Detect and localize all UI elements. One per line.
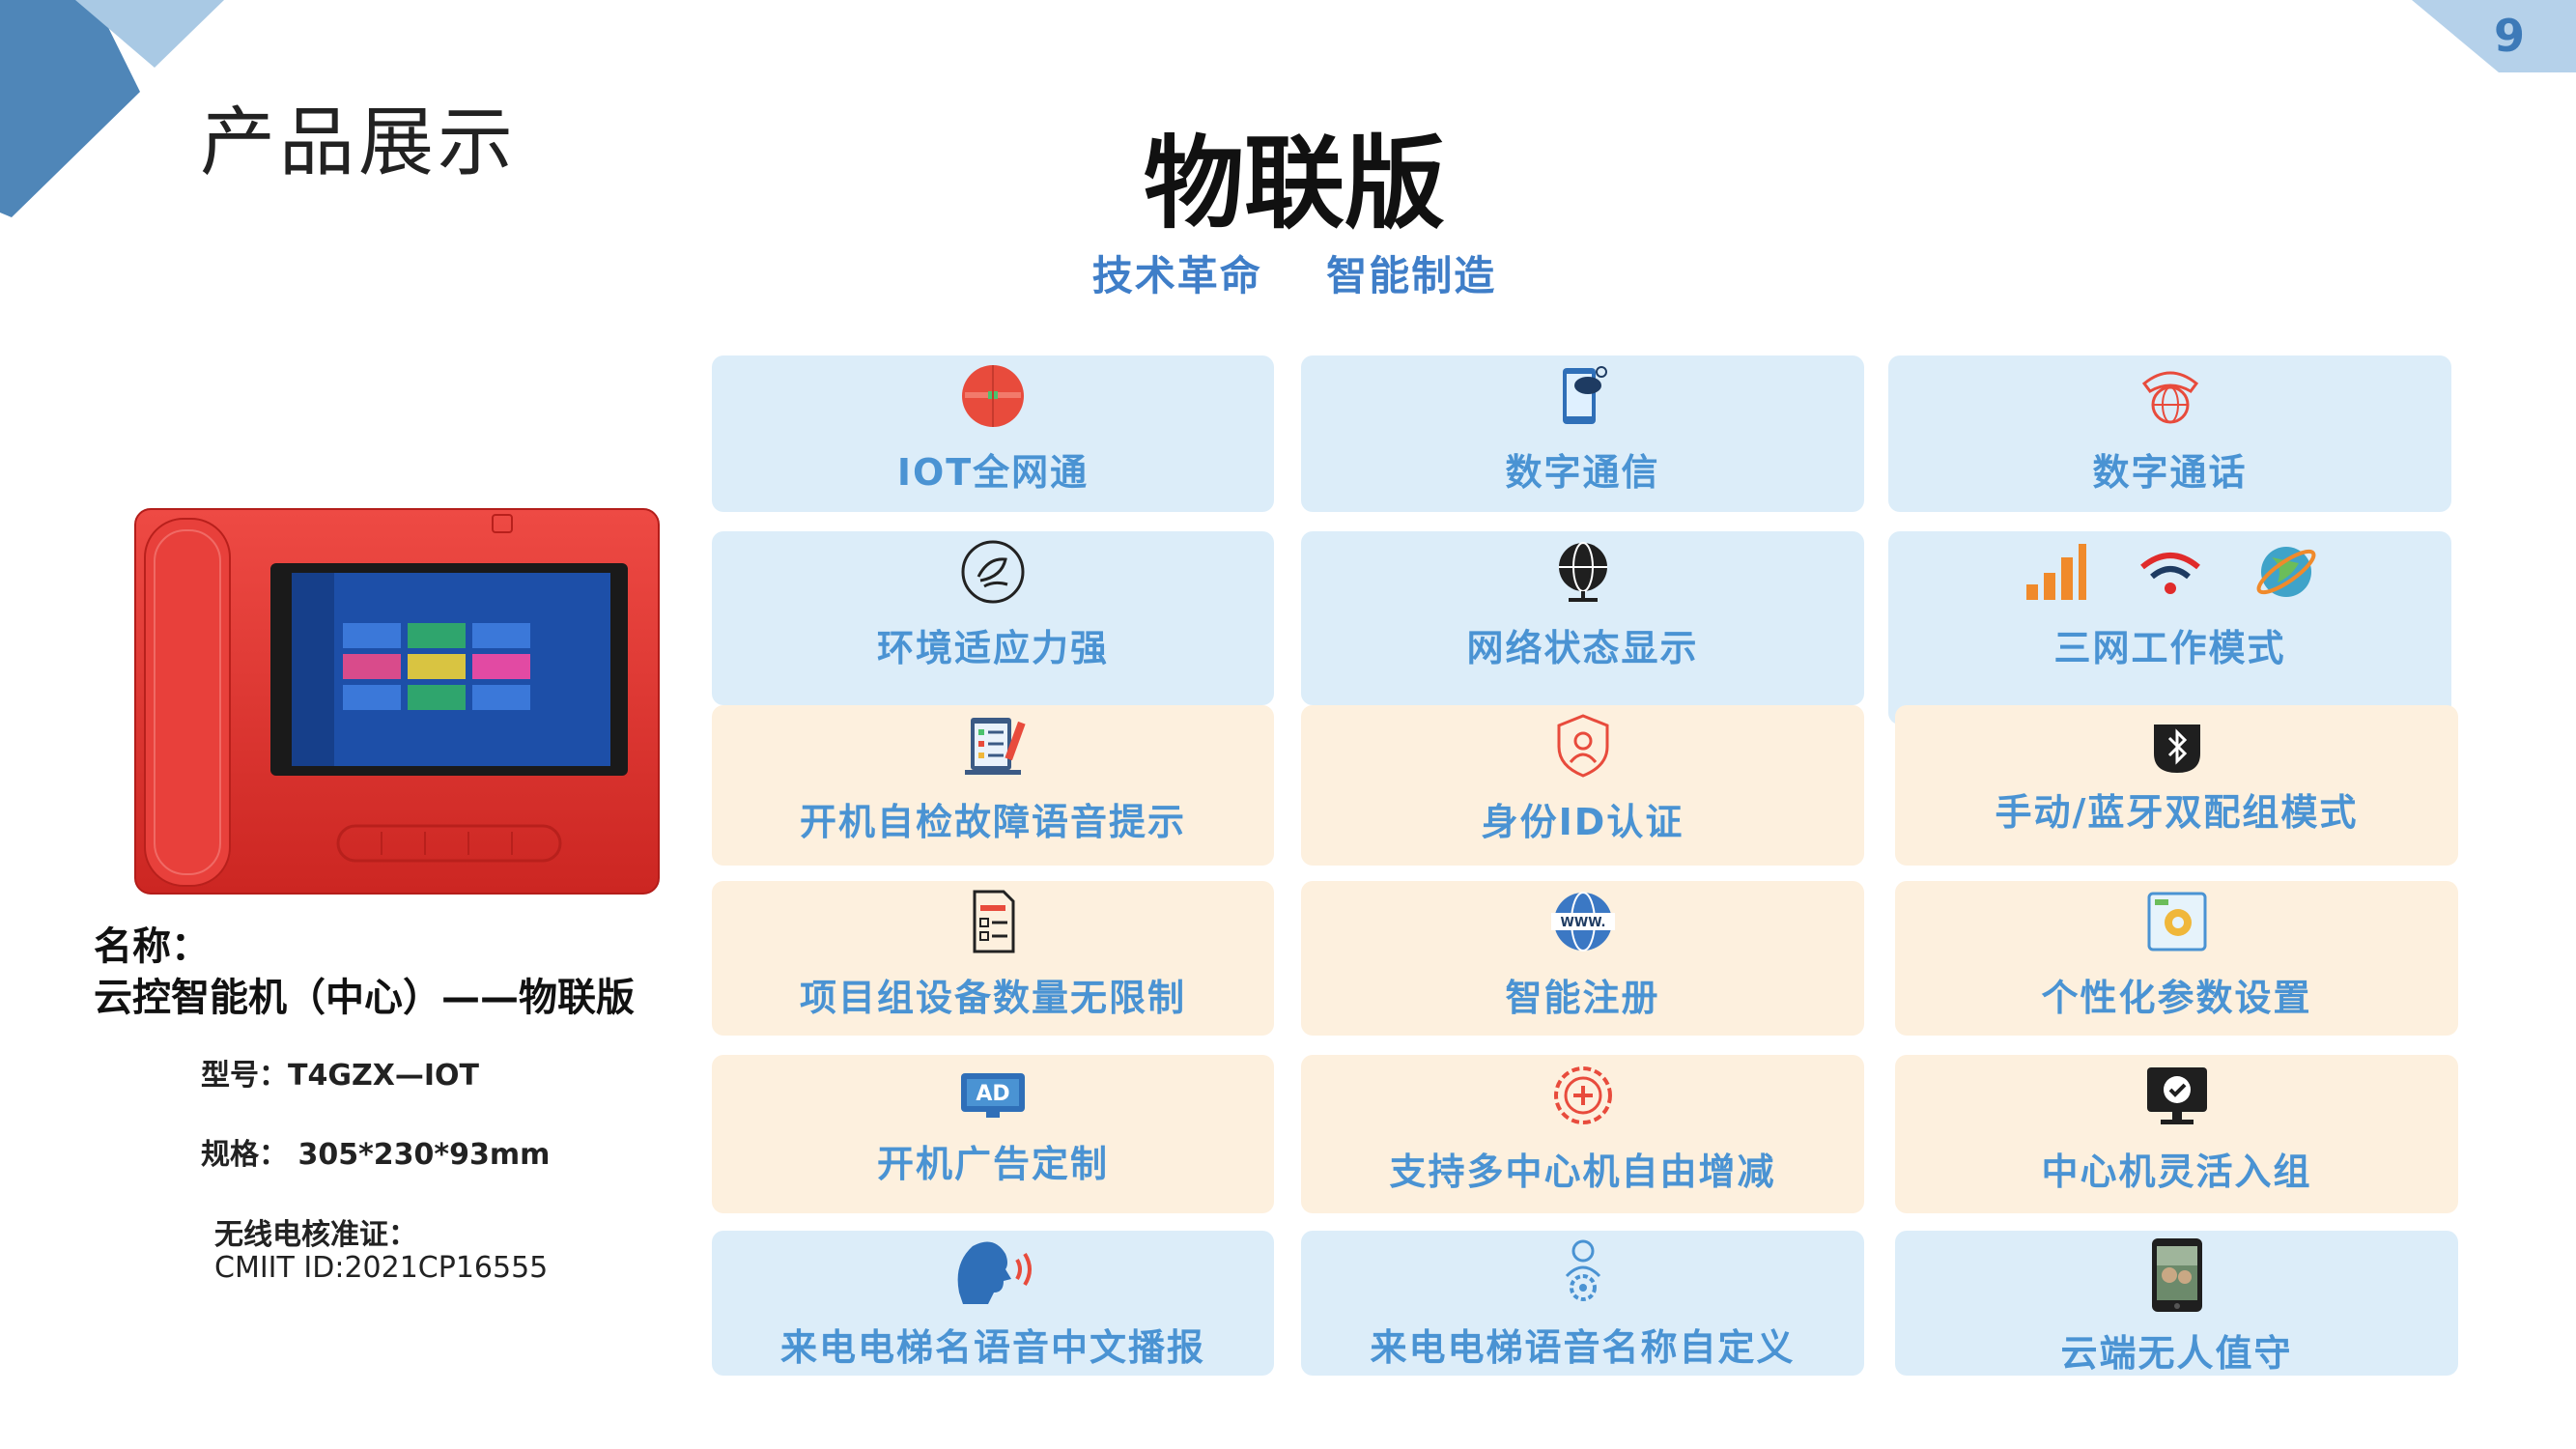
bluetooth-icon	[2153, 724, 2200, 773]
feature-label: 开机广告定制	[876, 1143, 1109, 1185]
feature-label: IOT全网通	[896, 451, 1090, 494]
feature-card-cloud-unattended: 云端无人值守	[1895, 1231, 2458, 1376]
product-name: 云控智能机（中心）——物联版	[94, 976, 635, 1020]
feature-label: 手动/蓝牙双配组模式	[1995, 791, 2359, 834]
feature-label: 数字通信	[1505, 451, 1660, 494]
feature-label: 来电电梯名语音中文播报	[779, 1326, 1205, 1369]
feature-card-smart-register: WWW. 智能注册	[1301, 881, 1864, 1036]
smartphone-photo-icon	[2151, 1238, 2202, 1312]
product-model: 型号：T4GZX—IOT	[201, 1059, 479, 1093]
product-name-label: 名称：	[94, 924, 210, 969]
feature-card-digital-comm: 数字通信	[1301, 355, 1864, 512]
feature-label: 支持多中心机自由增减	[1389, 1151, 1776, 1193]
section-title: 产品展示	[200, 99, 518, 186]
feature-card-unlimited-devices: 项目组设备数量无限制	[712, 881, 1274, 1036]
product-cert-id: CMIIT ID:2021CP16555	[214, 1251, 549, 1285]
feature-label: 数字通话	[2092, 451, 2248, 494]
user-gear-icon	[1565, 1239, 1600, 1301]
main-title: 物联版	[1143, 125, 1445, 242]
ad-badge-icon: AD	[961, 1073, 1025, 1118]
feature-card-voice-name: 来电电梯语音名称自定义	[1301, 1231, 1864, 1376]
subtitle: 技术革命 智能制造	[1091, 252, 1497, 299]
feature-card-identity: 身份ID认证	[1301, 705, 1864, 866]
signal-bars-icon	[2025, 544, 2086, 600]
feature-label: 网络状态显示	[1466, 627, 1699, 669]
page-number: 9	[2493, 10, 2525, 62]
feature-label: 中心机灵活入组	[2041, 1151, 2312, 1193]
feature-label: 环境适应力强	[876, 627, 1109, 669]
feature-card-three-network: 三网工作模式	[1888, 531, 2451, 724]
feature-card-voice-broadcast: 来电电梯名语音中文播报	[712, 1231, 1274, 1376]
feature-card-network-status: 网络状态显示	[1301, 531, 1864, 705]
leaves-circle-icon	[961, 540, 1025, 604]
feature-label: 智能注册	[1505, 977, 1660, 1019]
feature-label: 开机自检故障语音提示	[799, 801, 1186, 843]
telephone-globe-icon	[2141, 371, 2198, 424]
feature-card-flexible-group: 中心机灵活入组	[1895, 1055, 2458, 1213]
corner-decoration-right	[2412, 0, 2576, 72]
feature-label: 来电电梯语音名称自定义	[1370, 1326, 1796, 1369]
network-globe-icon	[1558, 542, 1607, 602]
svg-text:WWW.: WWW.	[1560, 916, 1605, 930]
corner-decoration-left	[0, 0, 224, 217]
feature-card-iot: IOT全网通	[712, 355, 1274, 512]
globe-signal-icon	[962, 365, 1024, 427]
product-device-image	[134, 508, 660, 895]
plus-gear-icon	[1553, 1066, 1612, 1124]
feature-label: 云端无人值守	[2060, 1332, 2293, 1375]
feature-card-multi-center: 支持多中心机自由增减	[1301, 1055, 1864, 1213]
speaking-head-icon	[957, 1241, 1032, 1304]
www-globe-icon: WWW.	[1550, 892, 1615, 952]
feature-card-bluetooth: 手动/蓝牙双配组模式	[1895, 705, 2458, 866]
feature-card-digital-call: 数字通话	[1888, 355, 2451, 512]
wifi-icon	[2139, 553, 2200, 594]
feature-card-ad-custom: AD 开机广告定制	[712, 1055, 1274, 1213]
feature-card-custom-params: 个性化参数设置	[1895, 881, 2458, 1036]
settings-gear-icon	[2147, 892, 2206, 952]
monitor-check-icon	[2146, 1067, 2207, 1124]
shield-user-icon	[1557, 714, 1608, 778]
product-cert-label: 无线电核准证：	[214, 1218, 417, 1252]
feature-label: 项目组设备数量无限制	[799, 977, 1186, 1019]
document-list-icon	[973, 890, 1015, 953]
feature-label: 三网工作模式	[2053, 627, 2286, 669]
checklist-icon	[965, 718, 1026, 775]
svg-text:AD: AD	[976, 1082, 1009, 1106]
feature-card-environment: 环境适应力强	[712, 531, 1274, 705]
feature-card-self-check: 开机自检故障语音提示	[712, 705, 1274, 866]
product-size: 规格： 305*230*93mm	[201, 1138, 551, 1172]
feature-label: 身份ID认证	[1481, 801, 1684, 843]
satellite-globe-icon	[2256, 547, 2315, 597]
phone-cloud-icon	[1562, 366, 1607, 424]
feature-label: 个性化参数设置	[2041, 977, 2312, 1019]
